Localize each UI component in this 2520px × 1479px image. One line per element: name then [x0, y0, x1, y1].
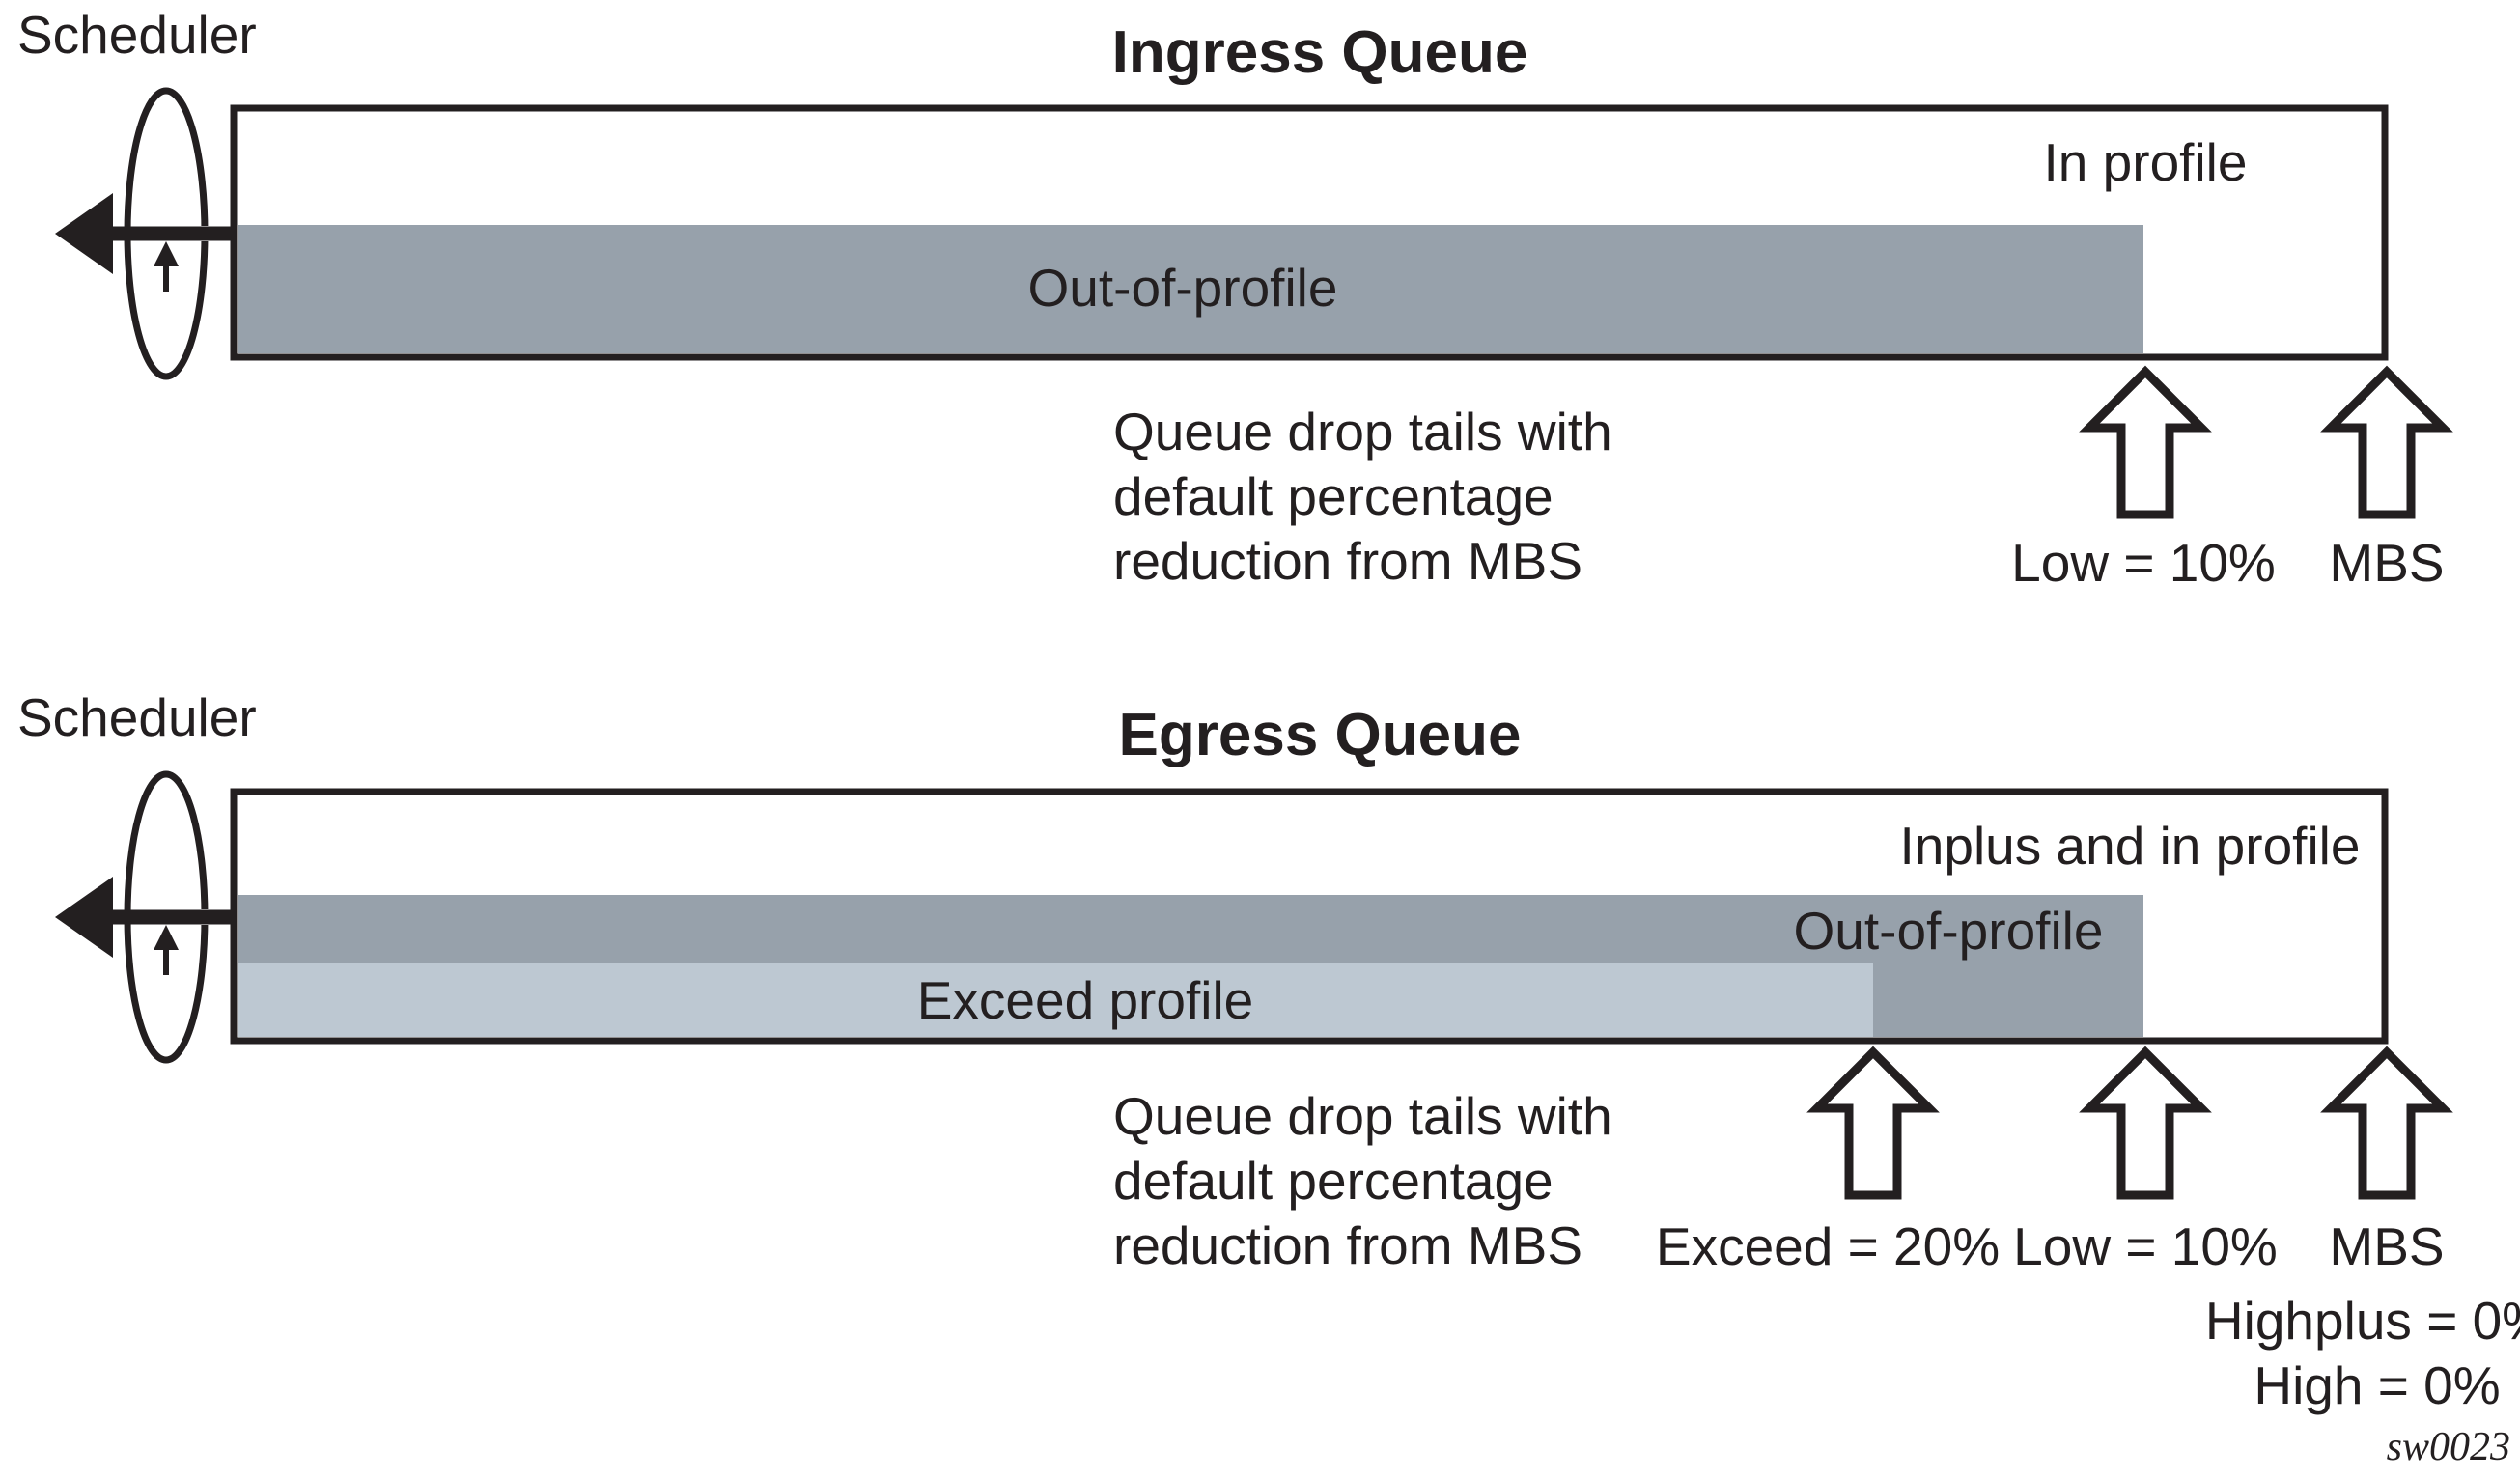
- ingress-scheduler-label: Scheduler: [17, 5, 257, 65]
- egress-scheduler-icon: [55, 774, 238, 1060]
- ingress-queue-title: Ingress Queue: [1112, 19, 1528, 86]
- egress-high-marker-label: High = 0%: [2254, 1355, 2500, 1415]
- egress-inplus-label: Inplus and in profile: [1900, 816, 2361, 876]
- ingress-out-of-profile-region: [238, 225, 2143, 353]
- ingress-mbs-arrow-icon: [2331, 372, 2443, 515]
- egress-note-line-2: default percentage: [1113, 1151, 1554, 1211]
- egress-exceed-arrow-icon: [1817, 1052, 1929, 1195]
- ingress-note-line-2: default percentage: [1113, 466, 1554, 526]
- egress-scheduler-label: Scheduler: [17, 687, 257, 747]
- egress-queue-title: Egress Queue: [1119, 702, 1522, 768]
- egress-low-marker-label: Low = 10%: [2013, 1216, 2278, 1276]
- egress-drop-tail-note: Queue drop tails with default percentage…: [1113, 1086, 1627, 1275]
- egress-mbs-marker-label: MBS: [2329, 1216, 2444, 1276]
- ingress-drop-tail-note: Queue drop tails with default percentage…: [1113, 402, 1627, 591]
- egress-note-line-3: reduction from MBS: [1113, 1215, 1582, 1275]
- egress-exceed-profile-label: Exceed profile: [917, 970, 1254, 1030]
- ingress-in-profile-label: In profile: [2044, 132, 2248, 192]
- figure-id: sw0023: [2387, 1425, 2510, 1469]
- egress-mbs-arrow-icon: [2331, 1052, 2443, 1195]
- ingress-low-arrow-icon: [2089, 372, 2201, 515]
- ingress-low-marker-label: Low = 10%: [2011, 533, 2276, 593]
- egress-exceed-profile-region: [238, 963, 1873, 1037]
- egress-low-arrow-icon: [2089, 1052, 2201, 1195]
- ingress-note-line-3: reduction from MBS: [1113, 531, 1582, 591]
- ingress-out-of-profile-label: Out-of-profile: [1028, 258, 1338, 318]
- egress-exceed-marker-label: Exceed = 20%: [1656, 1216, 2000, 1276]
- egress-section: Scheduler Egress Queue Inplus and in pro…: [17, 687, 2520, 1415]
- egress-highplus-marker-label: Highplus = 0%: [2205, 1291, 2520, 1351]
- ingress-scheduler-icon: [55, 91, 238, 377]
- egress-note-line-1: Queue drop tails with: [1113, 1086, 1612, 1146]
- egress-out-of-profile-label: Out-of-profile: [1794, 901, 2104, 961]
- ingress-section: Scheduler Ingress Queue In profile Out-o…: [17, 5, 2445, 593]
- ingress-mbs-marker-label: MBS: [2329, 533, 2444, 593]
- ingress-note-line-1: Queue drop tails with: [1113, 402, 1612, 461]
